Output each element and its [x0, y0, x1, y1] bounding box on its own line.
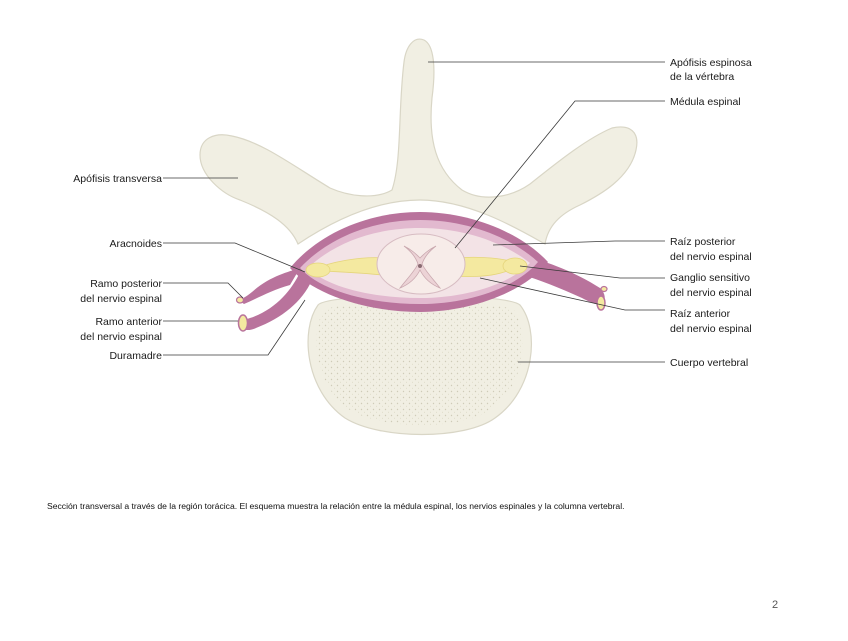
label-aracnoides: Aracnoides [109, 238, 162, 250]
page-number: 2 [772, 599, 778, 611]
label-apofisis-transversa: Apófisis transversa [73, 173, 162, 185]
label-medula-espinal: Médula espinal [670, 96, 741, 108]
figure-caption: Sección transversal a través de la regió… [47, 501, 807, 511]
spinal-cord [377, 234, 465, 294]
vertebral-body [308, 295, 531, 434]
label-cuerpo-vertebral: Cuerpo vertebral [670, 357, 748, 369]
label-duramadre: Duramadre [109, 350, 162, 362]
